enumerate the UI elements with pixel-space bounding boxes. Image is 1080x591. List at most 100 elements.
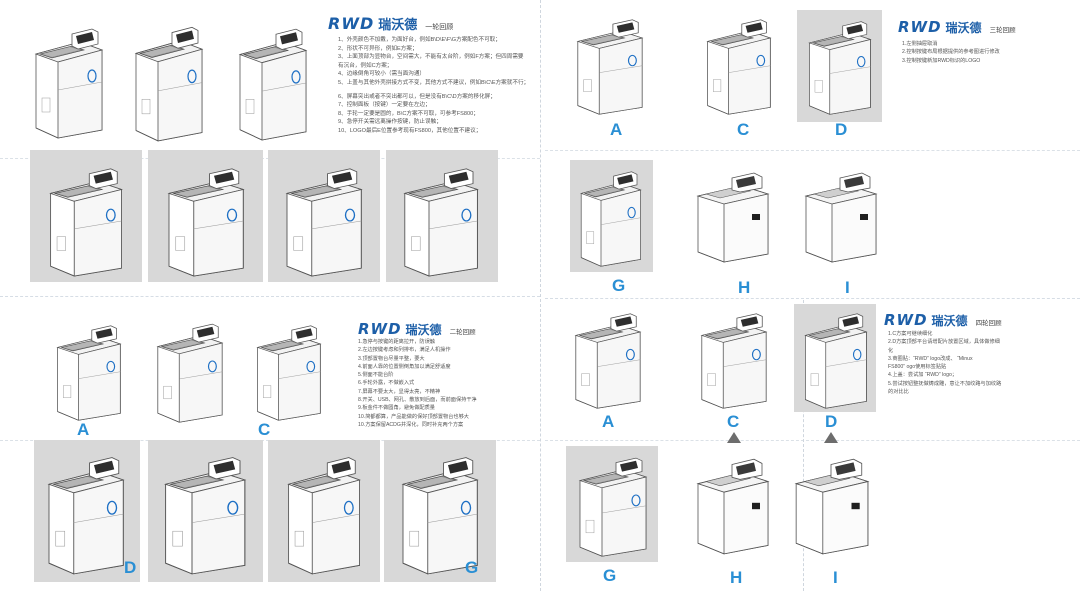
brand-logo-round4: RWD 瑞沃德 四轮回顾 xyxy=(884,311,1002,329)
note-line: 8.开关、USB、网孔、散放到后面，而前面保持干净 xyxy=(358,397,477,404)
note-line: 7、控制面板（按键）一定要在左边； xyxy=(338,102,431,109)
option-label-a: A xyxy=(610,120,623,139)
round1-notes: 1、外壳颜色不加戴，为面好台，例如B\D\E\F\G方案配色不可取； 2、形状不… xyxy=(338,36,529,136)
option-label-d: D xyxy=(124,558,137,577)
note-line: 10.简都都算，产品能做的保好顶部置物台也够大 xyxy=(358,413,469,420)
note-line: 2.控制按键布局根据提供的参考图进行修改 xyxy=(902,49,1000,56)
note-line: 10.方案保留ACDG并深化，同时补充两个方案 xyxy=(358,421,464,428)
machine-sketch xyxy=(150,316,228,424)
option-label-g: G xyxy=(465,558,479,577)
machine-sketch xyxy=(42,160,128,278)
machine-sketch xyxy=(394,448,484,576)
note-line: 有沉台，例如C方案； xyxy=(338,62,393,69)
machine-sketch xyxy=(572,450,652,558)
option-label-c: C xyxy=(258,420,271,439)
option-label-c: C xyxy=(727,412,740,431)
brand-chinese: 瑞沃德 xyxy=(945,21,982,35)
machine-sketch xyxy=(160,160,250,278)
guide-line-v xyxy=(803,300,804,591)
round-subtitle: 一轮回顾 xyxy=(425,24,454,31)
machine-sketch xyxy=(692,170,772,264)
machine-sketch xyxy=(28,20,108,140)
machine-sketch xyxy=(570,12,648,116)
brand-logo-round2: RWD 瑞沃德 二轮回顾 xyxy=(358,320,476,338)
panel-divider-right xyxy=(545,298,1080,299)
round-subtitle: 四轮回顾 xyxy=(975,320,1002,327)
option-label-d: D xyxy=(825,412,838,431)
note-line: FS800” ogo使用标签贴贴 xyxy=(888,364,947,371)
machine-sketch xyxy=(802,14,876,116)
round3-notes: 1.左侧抽屉取消 2.控制按键布局根据提供的参考图进行修改 3.控制按键新加RW… xyxy=(902,40,1000,65)
option-label-i: I xyxy=(845,278,850,297)
brand-latin: RWD xyxy=(328,14,375,33)
option-label-h: H xyxy=(738,278,751,297)
machine-sketch xyxy=(128,18,208,143)
option-label-a: A xyxy=(77,420,90,439)
option-label-g: G xyxy=(603,566,617,585)
brand-latin: RWD xyxy=(898,18,942,36)
option-label-d: D xyxy=(835,120,848,139)
round-subtitle: 二轮回顾 xyxy=(449,329,476,336)
note-line: 2.D方案顶部平台请增配片放置区域，具体做修细 xyxy=(888,339,1000,346)
option-label-h: H xyxy=(730,568,743,587)
machine-sketch xyxy=(700,12,776,116)
machine-sketch xyxy=(574,164,646,268)
note-line: 化 xyxy=(888,347,894,354)
note-line: 8、手轮一定要是圆的，B\C方案不可取，可参考FS800； xyxy=(338,110,479,117)
machine-sketch xyxy=(800,170,880,264)
guide-line xyxy=(545,150,1080,151)
machine-sketch xyxy=(156,448,252,576)
brand-latin: RWD xyxy=(358,320,402,338)
note-line: 5.侧面不能台阶 xyxy=(358,372,394,379)
note-line: 9.板金件不做圆角，避免做配质量 xyxy=(358,405,435,412)
brand-latin: RWD xyxy=(884,311,928,329)
note-line: 1.C方案可继续细化 xyxy=(888,331,933,337)
note-line: 6.手轮外露，不做嵌入式 xyxy=(358,380,415,387)
note-line: 7.屏幕不要太大，显得太亮，不精神 xyxy=(358,388,441,395)
round2-notes: 1.急停与按键的距离拉开，防误触 2.左边按键考虑和列排布，满足人机操作 3.顶… xyxy=(358,338,477,429)
note-line: 1、外壳颜色不加戴，为面好台，例如B\D\E\F\G方案配色不可取； xyxy=(338,37,501,43)
guide-line xyxy=(545,440,1080,441)
note-line: 4.上盖：尝试加 “RWD” logo； xyxy=(888,372,958,379)
note-line: 3.商圈贴：“RWD” logo改成、 “Minux xyxy=(888,355,973,362)
note-line: 1.急停与按键的距离拉开，防误触 xyxy=(358,339,435,345)
machine-sketch xyxy=(694,306,772,410)
machine-sketch xyxy=(798,306,872,410)
option-label-g: G xyxy=(612,276,626,295)
panel-divider-vertical xyxy=(540,0,541,591)
brand-logo-round1: RWD 瑞沃德 一轮回顾 xyxy=(328,14,453,33)
note-line: 6、屏幕突出或者不突出都可以，但是没有B\C\D方案的移化屏； xyxy=(338,93,496,100)
selected-marker-icon xyxy=(824,432,838,443)
panel-divider-left xyxy=(0,296,540,297)
machine-sketch xyxy=(278,160,368,278)
note-line: 2.左边按键考虑和列排布，满足人机操作 xyxy=(358,347,451,354)
note-line: 3.控制按键新加RWD标识的LOGO xyxy=(902,57,981,64)
machine-sketch xyxy=(790,456,872,556)
machine-sketch xyxy=(250,318,326,422)
note-line: 3、上面顶部为显物台，空间需大，不能有太台阶，例如F方案；但四周需要 xyxy=(338,54,524,61)
machine-sketch xyxy=(692,456,772,556)
brand-chinese: 瑞沃德 xyxy=(378,17,418,32)
machine-sketch xyxy=(40,448,130,576)
note-line: 5、上盖与其他外壳拼接方式不变，其他方式不建议，例如B\C\E方案就不行； xyxy=(338,79,530,86)
machine-sketch xyxy=(568,306,646,410)
note-line: 10、LOGO最后E位置参考现有FS800，其他位置不建议； xyxy=(338,127,482,134)
option-label-a: A xyxy=(602,412,615,431)
note-line: 4、边缘倒角可较小（需当面沟通） xyxy=(338,71,426,78)
brand-chinese: 瑞沃德 xyxy=(405,323,442,337)
option-label-i: I xyxy=(833,568,838,587)
round4-notes: 1.C方案可继续细化 2.D方案顶部平台请增配片放置区域，具体做修细 化 3.商… xyxy=(888,330,1001,396)
machine-sketch xyxy=(280,448,366,576)
machine-sketch xyxy=(50,318,126,422)
machine-sketch xyxy=(232,20,312,142)
note-line: 的对比比 xyxy=(888,389,909,396)
machine-sketch xyxy=(396,160,484,278)
brand-logo-round3: RWD 瑞沃德 三轮回顾 xyxy=(898,18,1016,36)
note-line: 3.顶部置物台尽量平整，要大 xyxy=(358,355,425,362)
note-line: 1.左侧抽屉取消 xyxy=(902,41,938,47)
note-line: 5.尝试按钮整抚做铸成雕，意让不加纹路与加纹路 xyxy=(888,380,1002,387)
round-subtitle: 三轮回顾 xyxy=(989,27,1016,34)
note-line: 2、形状不可异形，例如E方案； xyxy=(338,45,418,52)
note-line: 4.前面人靠的位置侧倒角加以满足舒适度 xyxy=(358,363,451,370)
selected-marker-icon xyxy=(727,432,741,443)
